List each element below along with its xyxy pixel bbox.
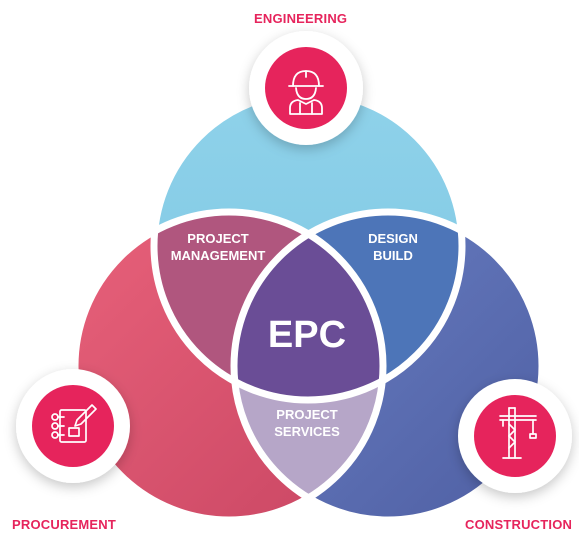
procurement-outline [71, 208, 387, 524]
epc-center-region [234, 212, 383, 400]
project-management-label-line1: PROJECT [187, 231, 248, 246]
construction-label: CONSTRUCTION [465, 517, 573, 532]
construction-outline [230, 208, 546, 524]
project-management-label-line2: MANAGEMENT [171, 248, 266, 263]
project-services-label-line1: PROJECT [276, 407, 337, 422]
center-label: EPC [268, 314, 346, 356]
engineering-badge-inner [265, 47, 347, 129]
procurement-badge-inner [32, 385, 114, 467]
design-build-label-line2: BUILD [373, 248, 413, 263]
engineering-label: ENGINEERING [254, 11, 348, 26]
worker-icon [288, 70, 324, 115]
crane-icon [499, 407, 537, 459]
project-services-label-line2: SERVICES [274, 424, 340, 439]
checklist-pen-icon [51, 404, 97, 443]
design-build-label-line1: DESIGN [368, 231, 418, 246]
procurement-label: PROCUREMENT [12, 517, 117, 532]
